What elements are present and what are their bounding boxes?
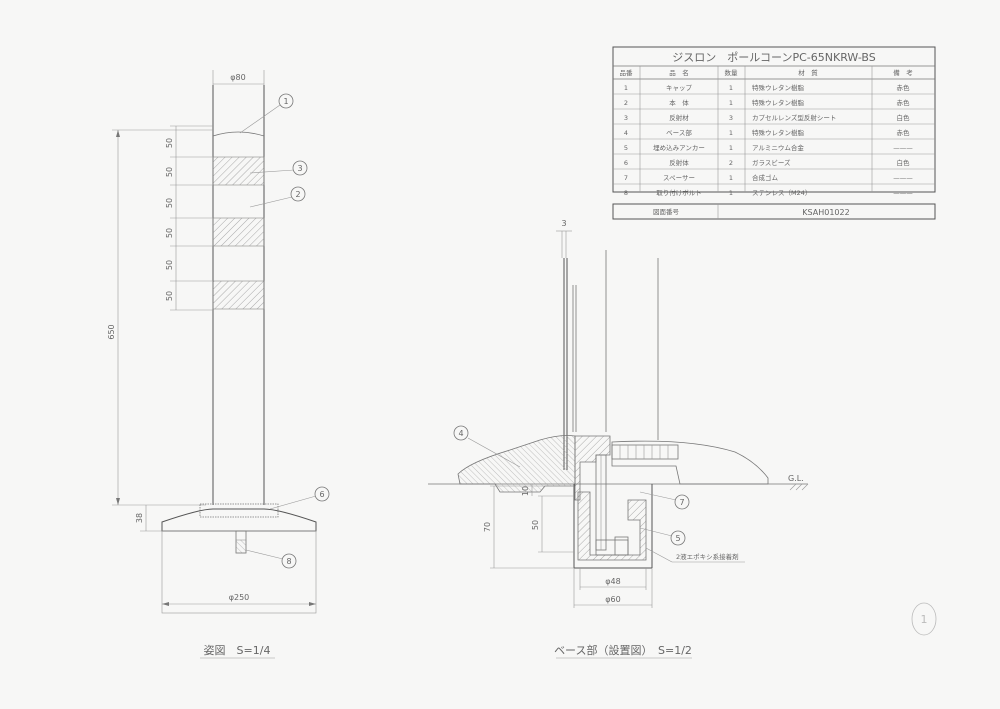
svg-text:2: 2 xyxy=(295,190,300,199)
table-cell: 赤色 xyxy=(897,83,911,92)
svg-text:4: 4 xyxy=(458,429,463,438)
table-cell: 1 xyxy=(729,144,733,152)
table-cell: 2 xyxy=(624,99,628,107)
svg-text:6: 6 xyxy=(319,490,324,499)
dim-diameter-top: φ80 xyxy=(230,73,245,82)
table-cell: 1 xyxy=(729,129,733,137)
table-cell: 1 xyxy=(729,189,733,197)
table-cell: 白色 xyxy=(897,113,911,122)
drawing-number: KSAH01022 xyxy=(802,208,849,217)
table-cell: 1 xyxy=(729,84,733,92)
table-cell: 2 xyxy=(729,159,733,167)
svg-text:3: 3 xyxy=(297,164,302,173)
svg-text:8: 8 xyxy=(286,557,291,566)
page-mark: 1 xyxy=(921,613,928,626)
table-cell: 特殊ウレタン樹脂 xyxy=(752,83,805,92)
balloon-7 xyxy=(674,494,690,510)
balloon-3 xyxy=(292,160,308,176)
table-cell: 1 xyxy=(624,84,628,92)
dim-band-4: 50 xyxy=(165,228,174,238)
dim-10: 10 xyxy=(521,486,530,496)
drawing-number-block: 図面番号 KSAH01022 xyxy=(612,203,936,220)
table-cell: アルミニウム合金 xyxy=(752,143,804,152)
table-cell: 6 xyxy=(624,159,628,167)
table-cell: キャップ xyxy=(666,84,693,92)
table-header: 材 質 xyxy=(798,68,818,77)
balloon-2 xyxy=(290,186,306,202)
svg-text:1: 1 xyxy=(283,97,288,106)
svg-text:7: 7 xyxy=(679,498,684,507)
base-section-view: G.L. 3 xyxy=(428,219,809,659)
table-cell: 特殊ウレタン樹脂 xyxy=(752,128,805,137)
dim-total-height: 650 xyxy=(107,324,116,339)
table-header: 数量 xyxy=(725,68,739,77)
table-cell: 特殊ウレタン樹脂 xyxy=(752,98,805,107)
table-cell: 3 xyxy=(624,114,628,122)
table-cell: ガラスビーズ xyxy=(752,158,791,167)
table-cell: 取り付けボルト xyxy=(656,188,702,197)
table-header: 品番 xyxy=(620,69,634,77)
elevation-caption: 姿図 S=1/4 xyxy=(204,644,271,657)
table-cell: ステンレス（M24） xyxy=(752,189,811,197)
base-caption: ベース部（設置図） S=1/2 xyxy=(554,643,692,657)
dim-dia-60: φ60 xyxy=(605,595,620,604)
table-cell: 7 xyxy=(624,174,628,182)
page-mark-circle xyxy=(911,602,937,636)
table-cell: ——— xyxy=(893,189,913,197)
table-header: 品 名 xyxy=(669,68,689,77)
table-cell: カプセルレンズ型反射シート xyxy=(752,113,836,122)
table-cell: スペーサー xyxy=(663,174,695,182)
dim-dia-48: φ48 xyxy=(605,577,620,586)
balloon-1 xyxy=(278,93,294,109)
table-cell: 本 体 xyxy=(669,98,689,107)
table-cell: 埋め込みアンカー xyxy=(653,143,705,152)
product-title: ジスロン ポールコーンPC-65NKRW-BS xyxy=(672,51,876,64)
dim-band-6: 50 xyxy=(165,291,174,301)
table-cell: 反射体 xyxy=(669,158,689,167)
dim-band-3: 50 xyxy=(165,198,174,208)
table-cell: 8 xyxy=(624,189,628,197)
table-cell: 5 xyxy=(624,144,628,152)
table-cell: 白色 xyxy=(897,158,911,167)
table-cell: 3 xyxy=(729,114,733,122)
elevation-view: φ80 50 50 50 50 50 50 650 xyxy=(107,70,330,659)
dim-base-diameter: φ250 xyxy=(229,593,250,602)
table-cell: ——— xyxy=(893,144,913,152)
dim-band-5: 50 xyxy=(165,260,174,270)
table-cell: 赤色 xyxy=(897,98,911,107)
svg-text:5: 5 xyxy=(675,534,680,543)
table-header: 備 考 xyxy=(893,68,913,77)
dim-base-height: 38 xyxy=(135,513,144,523)
dim-70: 70 xyxy=(483,522,492,532)
dim-thickness: 3 xyxy=(561,219,566,228)
table-cell: ——— xyxy=(893,174,913,182)
parts-table: ジスロン ポールコーンPC-65NKRW-BS 品番 品 名 数量 材 質 備 考 1 キ… xyxy=(612,46,936,197)
balloon-5 xyxy=(670,530,686,546)
epoxy-note: 2液エポキシ系接着剤 xyxy=(676,552,739,561)
table-cell: 4 xyxy=(624,129,628,137)
table-cell: 1 xyxy=(729,174,733,182)
balloon-4 xyxy=(453,425,469,441)
dim-50: 50 xyxy=(531,520,540,530)
table-cell: 赤色 xyxy=(897,128,911,137)
dim-band-1: 50 xyxy=(165,138,174,148)
table-cell: 1 xyxy=(729,99,733,107)
balloon-6 xyxy=(314,486,330,502)
table-cell: 合成ゴム xyxy=(752,173,779,182)
table-cell: ベース部 xyxy=(666,128,692,137)
gl-label: G.L. xyxy=(788,474,804,483)
table-cell: 反射材 xyxy=(669,113,689,122)
balloon-8 xyxy=(281,553,297,569)
drawing-number-label: 図面番号 xyxy=(653,208,680,216)
dim-band-2: 50 xyxy=(165,167,174,177)
